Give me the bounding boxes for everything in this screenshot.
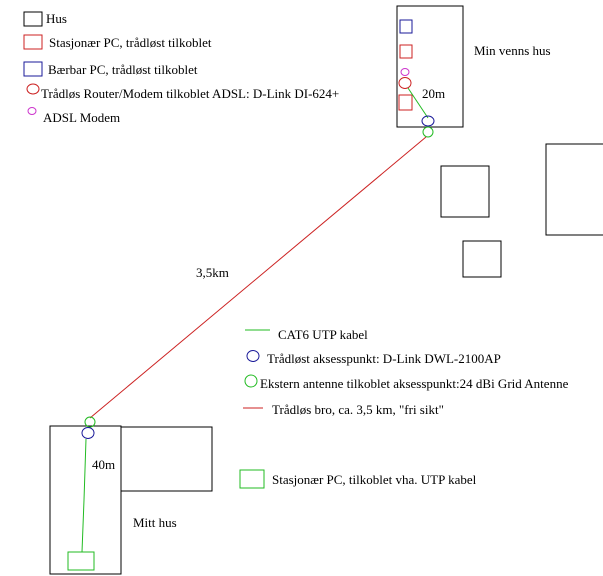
legend-adsl-modem-symbol (27, 107, 37, 115)
legend-access-point-label: Trådløst aksesspunkt: D-Link DWL-2100AP (267, 351, 501, 366)
legend-access-point-symbol (246, 350, 260, 362)
my-stationary-pc (67, 551, 95, 571)
friend-antenna (422, 126, 434, 138)
legend-laptop-label: Bærbar PC, trådløst tilkoblet (48, 62, 198, 77)
legend-cat6-label: CAT6 UTP kabel (278, 327, 368, 342)
neighbor-house-1 (545, 143, 603, 236)
my-access-point (81, 427, 95, 439)
friend-house (396, 5, 464, 128)
my-house-annex (120, 426, 213, 492)
neighbor-house-3 (462, 240, 502, 278)
legend-router-symbol (26, 83, 40, 95)
legend-router-label: Trådløs Router/Modem tilkoblet ADSL: D-L… (41, 86, 340, 101)
legend-stationary-utp-label: Stasjonær PC, tilkoblet vha. UTP kabel (272, 472, 477, 487)
legend-laptop-symbol (23, 61, 43, 77)
friend-cat6-cable (407, 87, 429, 119)
my-antenna (84, 416, 96, 428)
legend-house-symbol (23, 11, 43, 27)
legend-stationary-pc-label: Stasjonær PC, trådløst tilkoblet (49, 35, 212, 50)
friend-house-label: Min venns hus (474, 43, 551, 58)
neighbor-house-2 (440, 165, 490, 218)
legend-adsl-modem-label: ADSL Modem (43, 110, 121, 125)
legend-antenna-symbol (244, 374, 258, 388)
friend-access-point (421, 115, 435, 127)
legend-stationary-pc-symbol (23, 34, 43, 50)
friend-stationary-pc-2 (398, 94, 413, 111)
legend-house-label: Hus (46, 11, 67, 26)
my-house (49, 425, 122, 575)
legend-antenna-label: Ekstern antenne tilkoblet aksesspunkt:24… (260, 376, 569, 391)
friend-router (398, 77, 412, 89)
my-house-label: Mitt hus (133, 515, 177, 530)
link-distance-label: 3,5km (196, 265, 229, 280)
my-cat6-cable (81, 438, 87, 553)
wireless-bridge-line (89, 136, 427, 419)
legend-stationary-utp-symbol (239, 469, 265, 489)
my-distance-label: 40m (92, 457, 116, 472)
friend-adsl-modem (400, 68, 410, 76)
friend-laptop (399, 19, 413, 34)
friend-distance-label: 20m (422, 86, 446, 101)
friend-stationary-pc (399, 44, 413, 59)
legend-bridge-label: Trådløs bro, ca. 3,5 km, "fri sikt" (272, 402, 444, 417)
